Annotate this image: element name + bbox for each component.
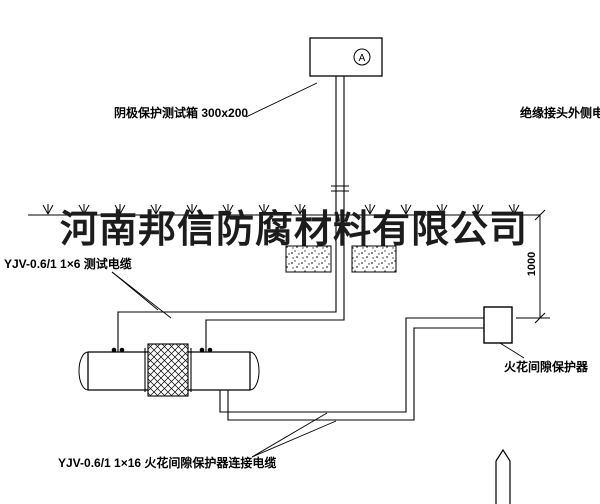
test-box-label: 阴极保护测试箱 300x200 bbox=[114, 106, 249, 120]
stake-symbol bbox=[495, 448, 511, 504]
dimension-1000-lines bbox=[516, 209, 550, 324]
foundation-blocks bbox=[285, 245, 397, 273]
spark-gap-connection-cable bbox=[219, 317, 484, 421]
insulating-joint bbox=[144, 343, 192, 397]
spark-gap-cable-label: YJV-0.6/1 1×16 火花间隙保护器连接电缆 bbox=[58, 456, 277, 470]
leader-lines bbox=[111, 82, 525, 458]
test-box-symbol: A bbox=[309, 37, 383, 77]
cable-weld-points bbox=[111, 347, 213, 353]
company-watermark: 河南邦信防腐材料有限公司 bbox=[60, 209, 529, 251]
insulated-joint-cable-label: 绝缘接头外侧电缆 bbox=[520, 106, 600, 120]
meter-symbol: A bbox=[359, 53, 366, 64]
test-cable-label: YJV-0.6/1 1×6 测试电缆 bbox=[4, 257, 132, 271]
spark-gap-protector-label: 火花间隙保护器 bbox=[504, 360, 589, 374]
spark-gap-protector-symbol bbox=[483, 306, 513, 344]
conduit-and-test-cables bbox=[117, 76, 349, 352]
